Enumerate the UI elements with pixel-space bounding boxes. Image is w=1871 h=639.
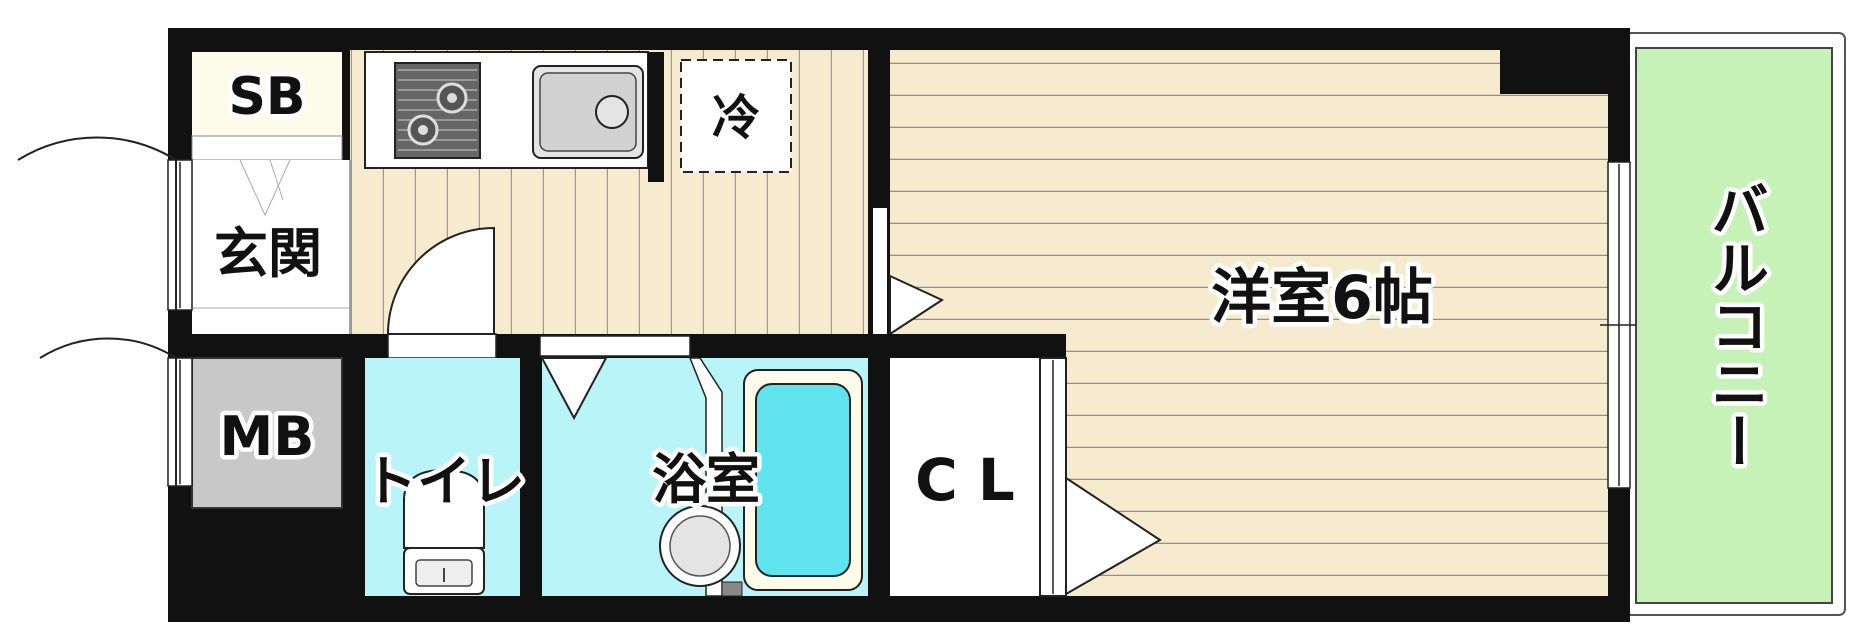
shoe-box: [191, 52, 343, 161]
entrance-label: 玄関: [214, 222, 322, 285]
closet: [890, 357, 1067, 597]
mb-space: [191, 357, 343, 509]
balcony: [1624, 32, 1846, 616]
bath-closet-wall: [868, 358, 890, 596]
bath-door-opening: [539, 335, 691, 357]
entrance-area: [192, 159, 351, 334]
closet-label: C L: [915, 446, 1015, 514]
balcony-window: [1600, 161, 1636, 489]
mb-door: [39, 337, 193, 487]
washbasin-icon: [659, 505, 743, 597]
entrance-door: [17, 136, 193, 311]
gas-stove-icon: [394, 62, 481, 159]
door-swing-icon: [386, 226, 497, 359]
fridge-space: 冷: [680, 59, 792, 173]
toilet-icon: [403, 468, 485, 595]
mb-label: MB: [220, 405, 315, 468]
fridge-label: 冷: [712, 90, 760, 146]
toilet-label: トイレ: [363, 450, 525, 513]
bath-label: 浴室: [652, 448, 760, 511]
balcony-label: バルコニー: [1701, 180, 1769, 470]
closet-door-indicator: [1065, 476, 1162, 596]
bathtub-icon: [743, 369, 863, 591]
sink-icon: [532, 65, 644, 159]
room-doorway: [873, 208, 887, 334]
room-door-indicator: [889, 274, 945, 336]
western-room-label: 洋室6帖: [1211, 263, 1433, 333]
sb-label: SB: [228, 67, 305, 127]
